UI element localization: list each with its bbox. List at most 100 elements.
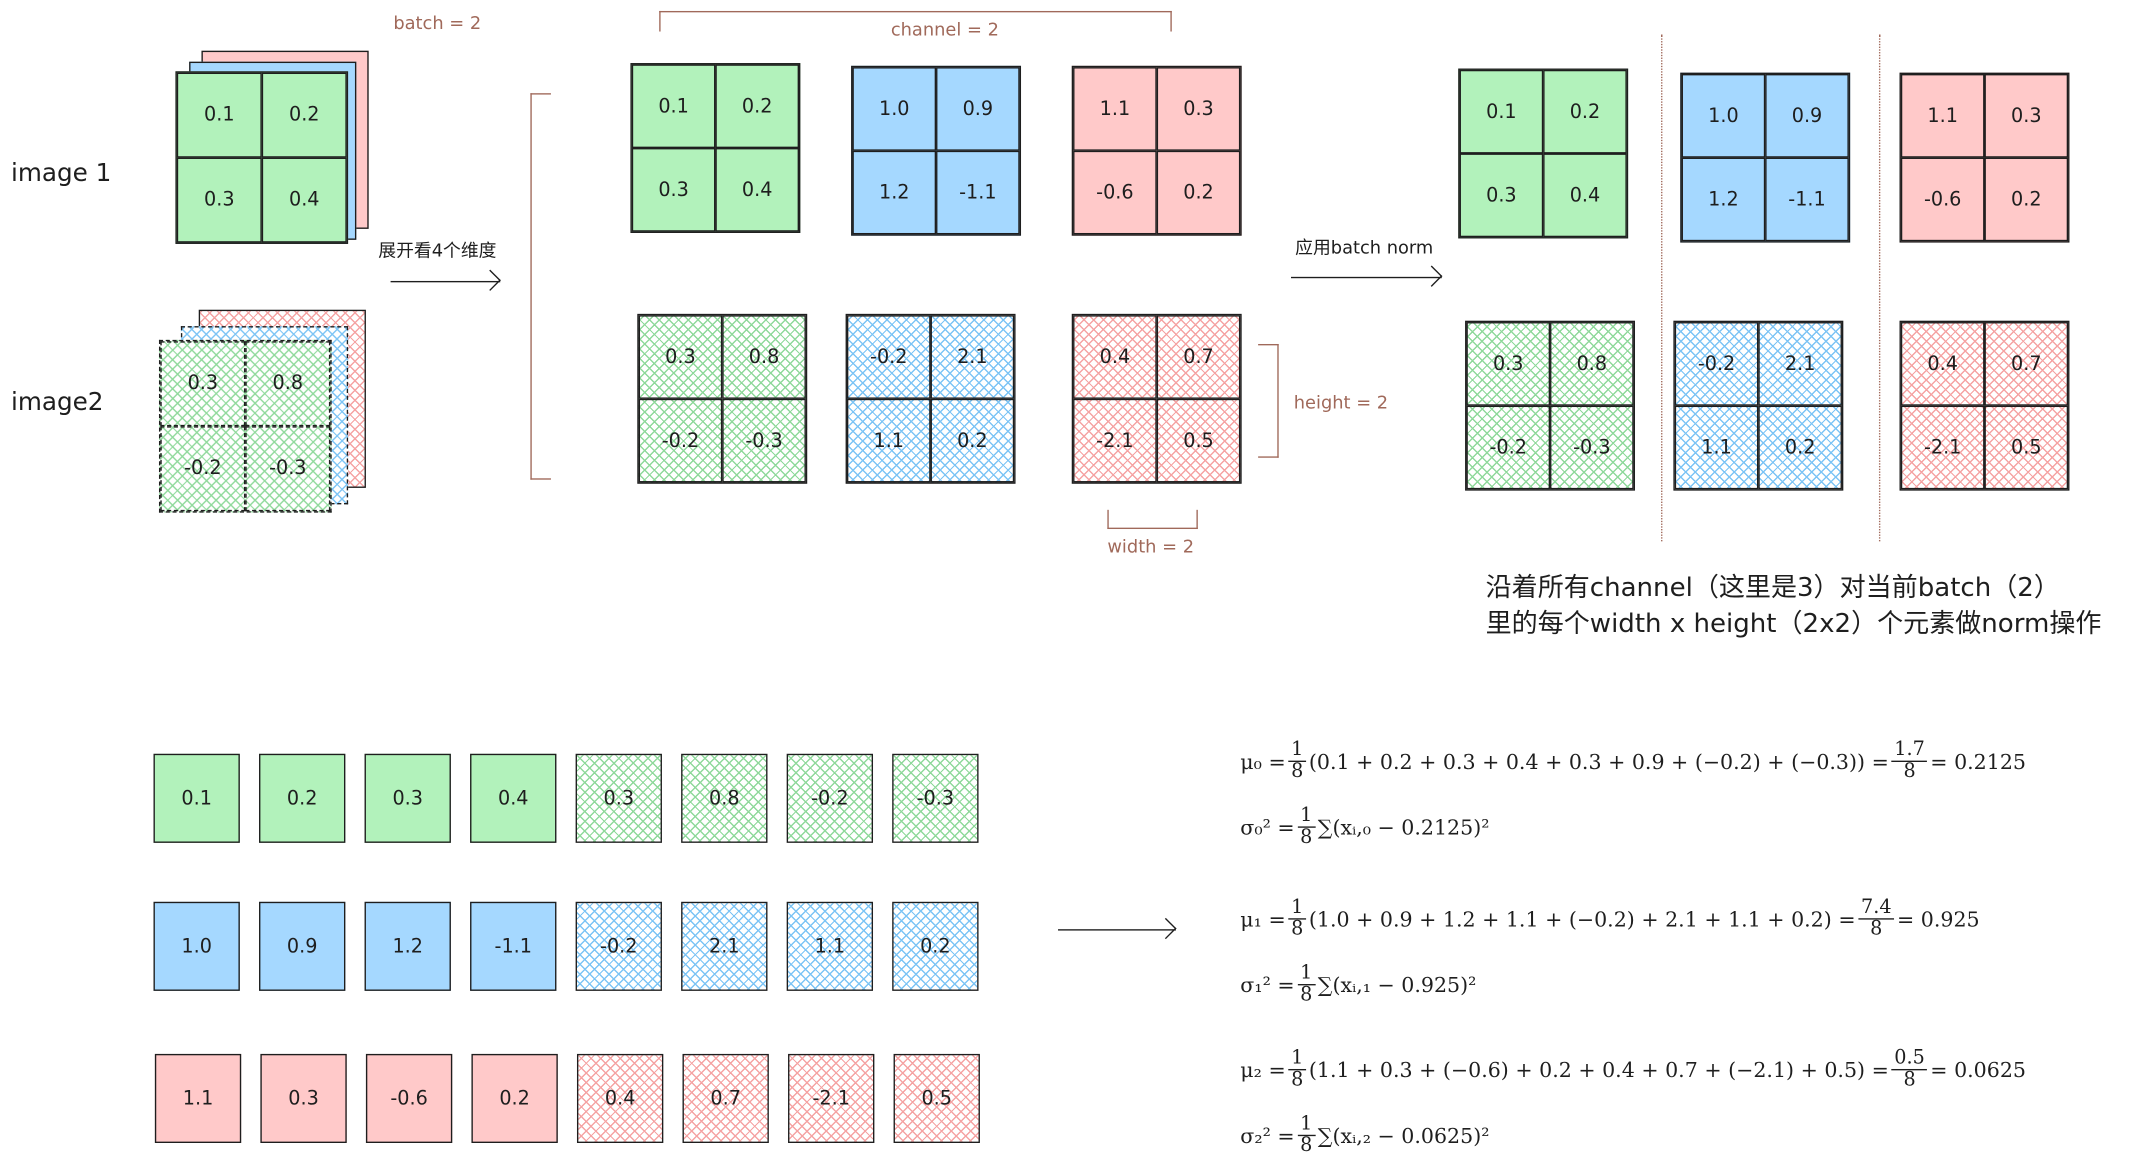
denominator: 8 [1300, 984, 1313, 1006]
flatten-arrow [1058, 929, 1176, 931]
grid-cell: 0.3 [176, 157, 262, 243]
grid-cell: 0.1 [631, 64, 716, 149]
denominator: 8 [1291, 918, 1304, 941]
expand-arrow [390, 280, 501, 283]
variance-expression: ∑(xᵢ,₁ − 0.925)² [1317, 972, 1477, 998]
grid-cell: -1.1 [936, 150, 1020, 235]
denominator: 8 [1300, 826, 1313, 849]
sum-expression: (0.1 + 0.2 + 0.3 + 0.4 + 0.3 + 0.9 + (−0… [1308, 748, 1889, 774]
grid-cell: 1.2 [852, 150, 937, 235]
height-bracket [1258, 343, 1279, 458]
numerator: 1 [1288, 897, 1307, 920]
variance-expression: ∑(xᵢ,₂ − 0.0625)² [1317, 1123, 1490, 1148]
mean-symbol: μ₁ = [1240, 906, 1286, 932]
channel1-value-box: 0.2 [892, 901, 979, 991]
grid-cell: 0.9 [936, 67, 1020, 151]
channel2-value-box: 0.4 [576, 1053, 664, 1143]
expand-label: 展开看4个维度 [378, 241, 497, 262]
grid-cell: 0.2 [715, 64, 800, 149]
grid-cell: -0.2 [846, 315, 931, 399]
grid-cell: 0.3 [1156, 67, 1241, 151]
channel0-value-box: 0.3 [575, 753, 662, 843]
channel0-value-box: 0.3 [364, 753, 451, 843]
sum-expression: (1.0 + 0.9 + 1.2 + 1.1 + (−0.2) + 2.1 + … [1308, 906, 1856, 932]
numerator: 0.5 [1891, 1048, 1928, 1071]
channel1-value-box: 2.1 [681, 901, 768, 991]
channel0-value-box: -0.2 [786, 753, 874, 843]
variance-expression: ∑(xᵢ,₀ − 0.2125)² [1317, 814, 1490, 840]
numerator: 1 [1297, 963, 1316, 986]
grid-cell: 0.3 [1466, 322, 1551, 406]
grid-cell: 0.4 [1900, 322, 1985, 406]
channel2-value-box: 0.7 [682, 1053, 769, 1143]
grid-cell: -1.1 [1765, 157, 1849, 242]
grid-cell: -0.3 [1550, 405, 1634, 490]
grid-cell: 0.2 [1543, 69, 1627, 154]
grid-cell: -0.6 [1073, 150, 1157, 235]
channel0-value-box: 0.4 [470, 753, 557, 843]
channel1-value-box: 1.0 [153, 901, 240, 991]
mean-symbol: μ₀ = [1240, 748, 1286, 774]
mean-result: = 0.0625 [1930, 1057, 2027, 1083]
channel2-value-box: -2.1 [788, 1053, 875, 1143]
grid-cell: 0.8 [245, 341, 331, 427]
grid-cell: 0.7 [1984, 322, 2069, 406]
channel2-value-box: -0.6 [365, 1053, 453, 1143]
grid-cell: 0.4 [261, 157, 347, 243]
channel1-value-box: -1.1 [470, 901, 557, 991]
grid-cell: -0.3 [245, 426, 331, 512]
grid-cell: -2.1 [1073, 398, 1157, 483]
grid-cell: 1.1 [1900, 74, 1985, 158]
channel0-value-box: 0.8 [681, 753, 768, 843]
grid-cell: 0.1 [176, 72, 262, 158]
grid-cell: 0.3 [631, 148, 716, 232]
grid-cell: 0.3 [638, 315, 723, 399]
variance-symbol: σ₀² = [1240, 814, 1295, 840]
grid-cell: 0.5 [1156, 398, 1241, 483]
channel-separator [1878, 34, 1881, 542]
channel1-value-box: -0.2 [575, 901, 662, 991]
grid-cell: -0.3 [722, 398, 806, 483]
grid-cell: 0.4 [1073, 315, 1157, 399]
channel1-value-box: 1.2 [364, 901, 451, 991]
grid-cell: 0.2 [261, 72, 347, 158]
channel2-value-box: 0.3 [260, 1053, 347, 1143]
grid-cell: 2.1 [1758, 322, 1842, 406]
grid-cell: 1.1 [1073, 67, 1157, 151]
grid-cell: 1.0 [852, 67, 937, 151]
numerator: 1 [1297, 805, 1316, 828]
channel0-value-box: 0.2 [259, 753, 346, 843]
batch-label: batch = 2 [393, 13, 482, 35]
numerator: 1.7 [1891, 739, 1928, 762]
mean-result: = 0.2125 [1930, 748, 2027, 774]
grid-cell: 0.1 [1459, 69, 1544, 154]
denominator: 8 [1291, 760, 1304, 783]
grid-cell: 2.1 [930, 315, 1015, 399]
note-line2: 里的每个width x height（2x2）个元素做norm操作 [1485, 608, 2102, 639]
denominator: 8 [1291, 1068, 1304, 1091]
numerator: 1 [1297, 1114, 1316, 1137]
grid-cell: 0.2 [930, 398, 1015, 483]
grid-cell: -0.2 [1674, 322, 1759, 406]
channel2-value-box: 1.1 [154, 1053, 242, 1143]
grid-cell: -0.2 [638, 398, 723, 483]
